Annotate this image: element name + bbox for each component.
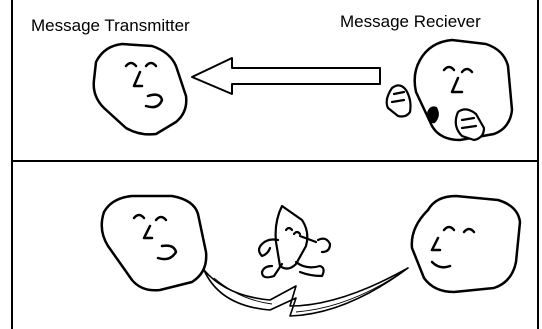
transmitter-face-bottom — [100, 194, 208, 292]
transmitter-label: Message Transmitter — [31, 16, 190, 35]
panel-borders — [11, 0, 539, 329]
arrow-to-transmitter — [191, 57, 381, 95]
receiver-face — [413, 38, 514, 142]
receiver-hands — [385, 84, 486, 142]
receiver-face-bottom — [410, 194, 522, 294]
running-message-character — [257, 204, 332, 279]
lightning-arc — [203, 267, 409, 317]
receiver-label: Message Reciever — [340, 12, 481, 31]
transmitter-face — [92, 42, 188, 136]
lightning-inner-lines — [213, 275, 397, 313]
